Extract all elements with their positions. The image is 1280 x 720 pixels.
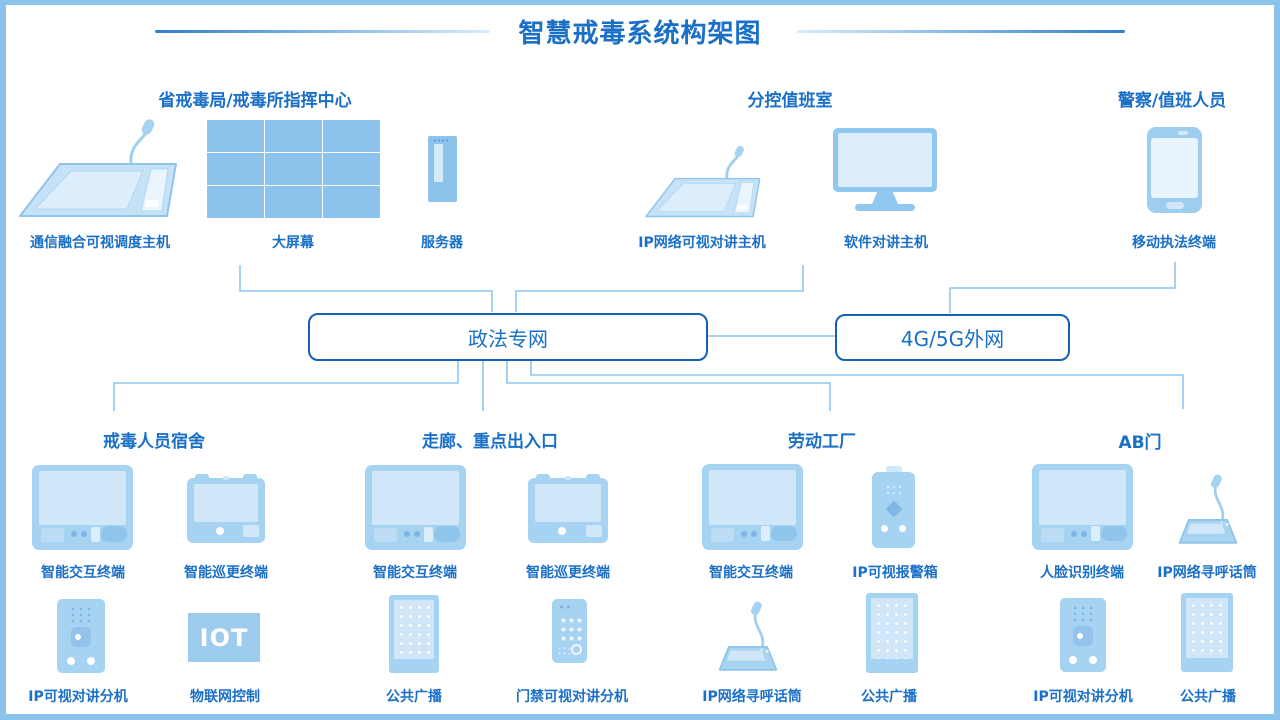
alarm-box-icon: [872, 466, 915, 548]
dispatch-console-icon: [19, 119, 177, 217]
group-title-ab-gate: AB门: [1118, 433, 1162, 453]
video-intercom-extension-icon: [1060, 598, 1106, 672]
device-label: 智能交互终端: [709, 565, 793, 581]
network-box-4g5g: 4G/5G外网: [835, 314, 1070, 361]
patrol-terminal-icon: [528, 474, 608, 543]
group-title-duty-room: 分控值班室: [747, 91, 833, 111]
device-label: 人脸识别终端: [1040, 565, 1124, 581]
device-label: 物联网控制: [190, 689, 260, 705]
title-rule-right: [797, 30, 1125, 33]
device-label: 公共广播: [386, 689, 442, 705]
device-label: 智能交互终端: [41, 565, 125, 581]
group-title-factory: 劳动工厂: [788, 432, 856, 452]
page-title: 智慧戒毒系统构架图: [518, 19, 762, 49]
device-label: 智能巡更终端: [526, 565, 610, 581]
device-label: 公共广播: [1180, 689, 1236, 705]
device-label: IP可视对讲分机: [28, 689, 128, 705]
public-broadcast-icon: [389, 595, 439, 673]
big-screen-icon: [207, 120, 380, 218]
iot-control-icon: IOT: [188, 613, 260, 662]
device-label: 大屏幕: [272, 235, 314, 251]
paging-mic-icon: [718, 601, 778, 671]
face-recognition-terminal-icon: [1032, 464, 1133, 550]
interactive-terminal-icon: [702, 464, 803, 550]
device-label: IP可视报警箱: [852, 565, 938, 581]
device-label: IP网络寻呼话筒: [702, 689, 802, 705]
patrol-terminal-icon: [187, 474, 265, 543]
group-title-command-center: 省戒毒局/戒毒所指挥中心: [158, 91, 352, 111]
mobile-terminal-icon: [1147, 127, 1202, 213]
device-label: 智能巡更终端: [184, 565, 268, 581]
device-label: 服务器: [421, 235, 463, 251]
group-title-dormitory: 戒毒人员宿舍: [103, 432, 205, 452]
public-broadcast-icon: [1181, 593, 1233, 672]
interactive-terminal-icon: [32, 465, 133, 550]
interactive-terminal-icon: [365, 465, 466, 550]
title-rule-left: [155, 30, 490, 33]
network-label: 4G/5G外网: [900, 327, 1005, 351]
ip-intercom-console-icon: [645, 145, 761, 218]
paging-mic-icon: [1178, 474, 1238, 544]
device-label: IP网络寻呼话筒: [1157, 565, 1257, 581]
door-intercom-icon: [552, 599, 587, 663]
group-title-corridor: 走廊、重点出入口: [422, 432, 558, 452]
device-label: 移动执法终端: [1132, 235, 1216, 251]
video-intercom-extension-icon: [57, 599, 105, 673]
device-label: 公共广播: [861, 689, 917, 705]
device-label: 智能交互终端: [373, 565, 457, 581]
group-title-police: 警察/值班人员: [1117, 91, 1227, 111]
device-label: 门禁可视对讲分机: [516, 689, 628, 705]
iot-badge-text: IOT: [199, 623, 249, 652]
network-label: 政法专网: [468, 326, 548, 351]
device-label: IP网络可视对讲主机: [638, 235, 766, 251]
device-label: IP可视对讲分机: [1033, 689, 1133, 705]
software-intercom-monitor-icon: [833, 128, 937, 212]
public-broadcast-icon: [866, 593, 918, 673]
network-box-justice-intranet: 政法专网: [308, 313, 708, 361]
server-icon: [428, 136, 457, 202]
device-label: 通信融合可视调度主机: [30, 235, 170, 251]
device-label: 软件对讲主机: [844, 235, 928, 251]
